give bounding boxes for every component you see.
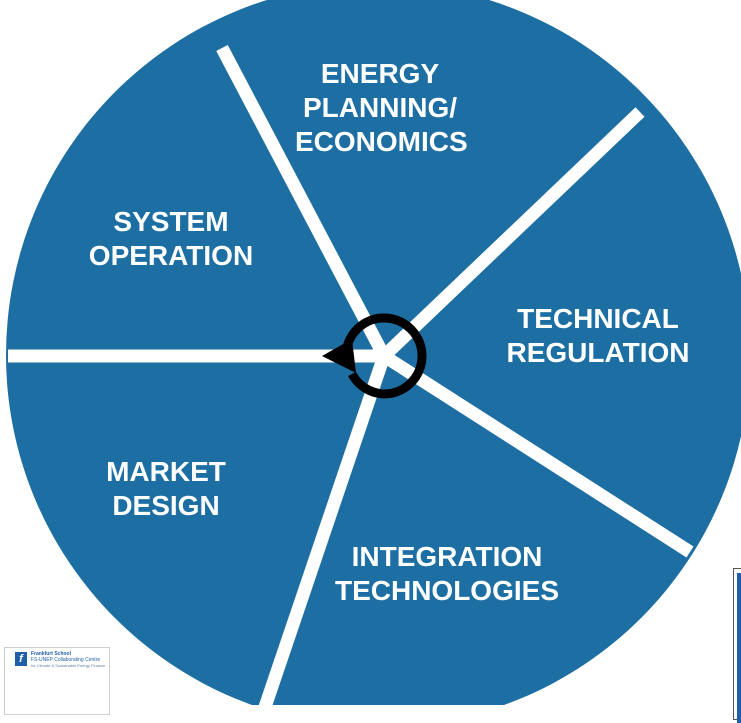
side-thumbnail	[733, 568, 741, 723]
segment-label-market-design: MARKET DESIGN	[106, 456, 226, 521]
logo-line-3: for Climate & Sustainable Energy Finance	[31, 663, 106, 668]
divider-top	[216, 44, 390, 360]
divider-lower-right	[380, 350, 694, 558]
fs-logo-icon: f	[15, 652, 27, 666]
segment-label-energy-planning: ENERGY PLANNING/ ECONOMICS	[295, 58, 468, 157]
cycle-arrow-head	[322, 339, 356, 373]
logo-line-1: Frankfurt School	[31, 651, 72, 657]
wheel-dividers	[8, 44, 694, 705]
divider-bottom	[257, 353, 391, 705]
side-thumbnail-strip	[737, 573, 741, 723]
segment-label-technical-regulation: TECHNICAL REGULATION	[506, 303, 690, 368]
cycle-arrow-ring	[341, 313, 427, 399]
wheel-diagram	[6, 0, 741, 705]
segment-label-system-operation: SYSTEM OPERATION	[88, 206, 254, 271]
cycle-arrow-icon	[322, 313, 427, 399]
divider-upper-right	[379, 107, 645, 361]
segment-label-integration-technologies: INTEGRATION TECHNOLOGIES	[334, 541, 559, 606]
logo-line-2: FS-UNEP Collaborating Centre	[31, 657, 101, 663]
